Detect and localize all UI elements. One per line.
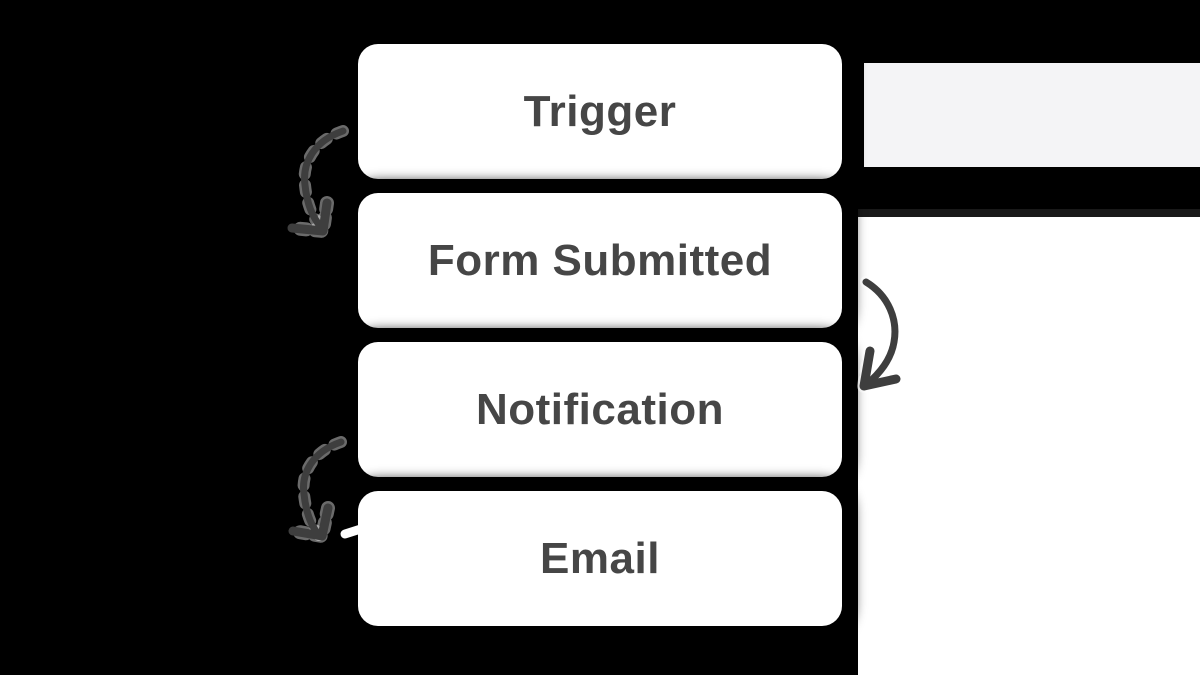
right-panel-divider [858, 209, 1200, 217]
flow-node-notification[interactable]: Notification [358, 342, 842, 477]
flow-node-form-submitted[interactable]: Form Submitted [358, 193, 842, 328]
flow-node-form-submitted-label: Form Submitted [427, 235, 773, 285]
flow-node-notification-label: Notification [476, 384, 724, 434]
right-toolbar-panel [864, 63, 1200, 167]
arrow-notification-to-email-icon [286, 436, 372, 543]
flow-node-trigger[interactable]: Trigger [358, 44, 842, 179]
arrow-trigger-to-form-icon [285, 125, 349, 238]
flow-node-email[interactable]: Email [358, 491, 842, 626]
flow-node-email-label: Email [540, 533, 660, 583]
flow-node-trigger-label: Trigger [523, 86, 677, 136]
right-white-canvas [858, 217, 1200, 675]
